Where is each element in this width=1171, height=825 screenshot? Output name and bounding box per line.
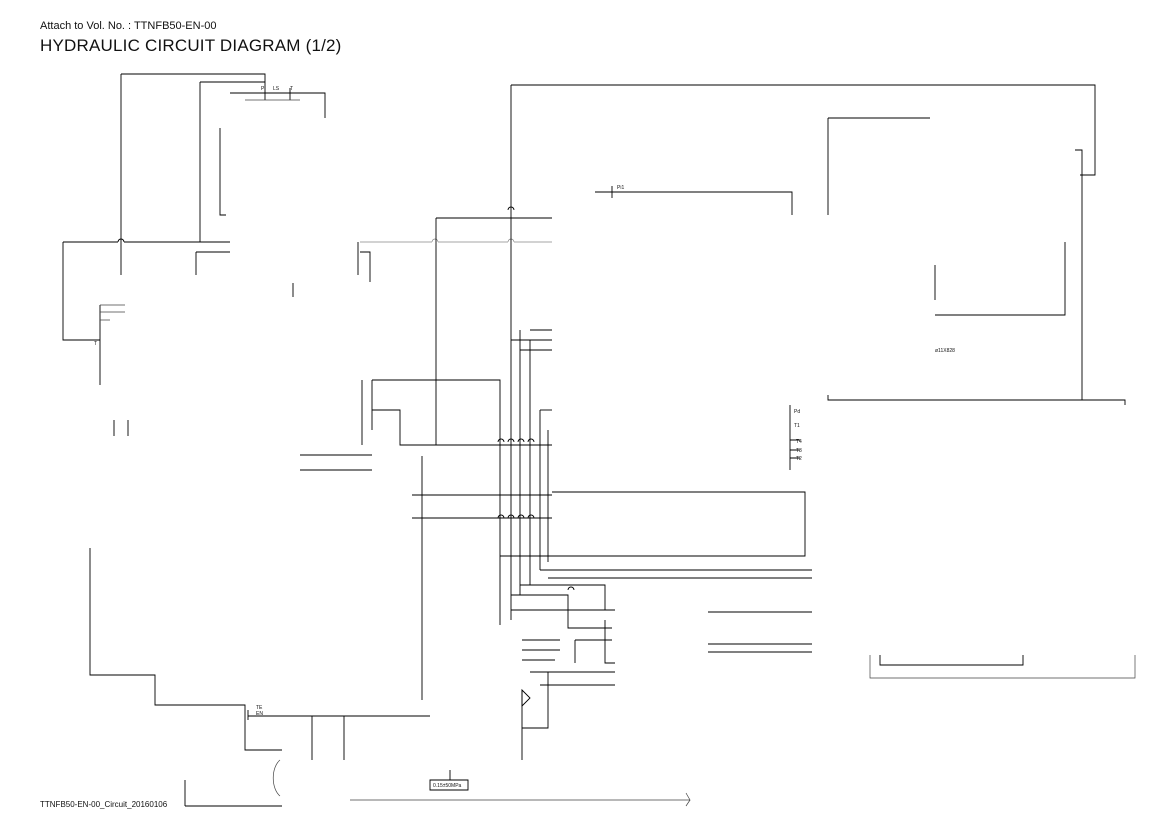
right-upper-circuit [595,117,1136,679]
port-t2-label: T2 [796,456,802,462]
port-te-label: TE [256,705,263,711]
part-code-label: ø11X828 [935,348,955,354]
port-en-label: EN [256,711,263,717]
pilot-pi-label: Pi1 [617,185,624,191]
attach-volume-label: Attach to Vol. No. : TTNFB50-EN-00 [40,20,217,32]
page-title: HYDRAULIC CIRCUIT DIAGRAM (1/2) [40,36,342,55]
port-t-left-label: T [94,341,97,347]
port-t-top-label: T [290,86,293,92]
port-p-label: P [261,86,265,92]
port-pd-label: Pd [794,409,800,415]
main-horizontal-line [62,206,552,380]
left-upper-circuit [120,73,326,275]
left-valve-column [99,242,371,436]
file-name-footer: TTNFB50-EN-00_Circuit_20160106 [40,800,168,809]
port-ls-label: LS [273,86,280,92]
central-vertical-lines [429,84,1096,791]
port-t4-label: T4 [796,439,802,445]
mid-left-lines [89,379,691,807]
port-t3-label: T3 [796,448,802,454]
port-t1-label: T1 [794,423,800,429]
pressure-setting-label: 0.15±50MPa [433,783,462,789]
